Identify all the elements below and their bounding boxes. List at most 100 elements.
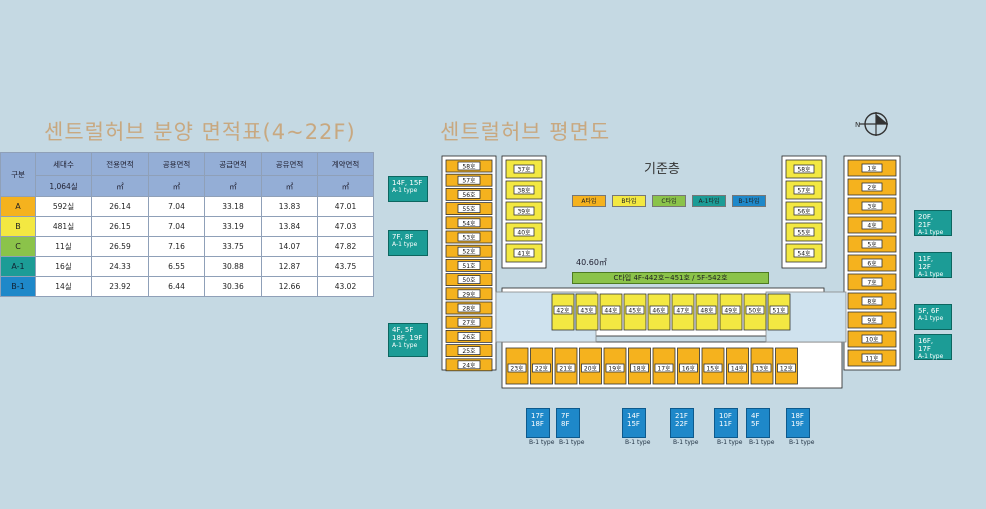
value-cell: 23.92 (91, 276, 149, 297)
header-exclusive: 전용면적 (91, 152, 149, 176)
header-type: 구분 (0, 152, 36, 197)
unit-label: 7호 (867, 280, 877, 287)
callout-floors: 7F 8F (561, 412, 570, 428)
north-compass-icon: N (855, 112, 888, 136)
unit-label-box (507, 363, 527, 373)
value-cell: 30.88 (204, 256, 262, 277)
callout-floors: 7F, 8F (392, 233, 414, 241)
unit-label: 57호 (797, 188, 811, 195)
callout-floors: 20F, 21F (918, 213, 934, 229)
callout-type: A-1 type (392, 342, 418, 349)
unit-label-box (457, 204, 481, 213)
subheader-total: 1,064실 (35, 175, 92, 197)
unit-label-box (861, 334, 883, 344)
unit-label-box (457, 246, 481, 256)
unit-label-box (654, 363, 674, 373)
unit-label-box (532, 363, 551, 373)
unit-label: 46호 (652, 308, 666, 315)
unit-label: 52호 (462, 249, 476, 256)
unit-label: 45호 (628, 308, 642, 315)
unit-label-box (769, 305, 789, 315)
value-cell: 47.03 (317, 216, 374, 237)
unit-label: 56호 (797, 209, 811, 216)
unit-label: 58호 (797, 167, 811, 174)
header-contract: 계약면적 (317, 152, 374, 176)
value-cell: 6.55 (148, 256, 205, 277)
unit-label-box (601, 305, 621, 315)
unit-label-box (793, 185, 815, 195)
unit-label: 16호 (682, 366, 696, 373)
legend-chip: B타입 (612, 195, 646, 207)
unit-label: 51호 (772, 308, 786, 315)
value-cell: 47.82 (317, 236, 374, 257)
unit-label: 24호 (462, 362, 476, 369)
unit-label: 53호 (462, 235, 476, 242)
value-cell: 12.87 (261, 256, 318, 277)
value-cell: 14.07 (261, 236, 318, 257)
unit-label: 48호 (700, 308, 714, 315)
subheader-unit: ㎡ (317, 175, 374, 197)
header-supply: 공급면적 (204, 152, 262, 176)
callout-type: B-1 type (529, 439, 555, 446)
value-cell: 481실 (35, 216, 92, 237)
unit-label: 4호 (867, 223, 877, 230)
callout-type: A-1 type (918, 271, 944, 278)
unit-label: 28호 (462, 306, 476, 313)
unit-label-box (861, 353, 883, 363)
unit-label: 50호 (748, 308, 762, 315)
unit-label-box (861, 163, 883, 173)
unit-label-box (457, 289, 481, 299)
unit-label-box (513, 185, 535, 195)
unit-label: 10호 (865, 337, 879, 344)
type-cell: B (0, 216, 36, 237)
unit-label: 41호 (517, 251, 531, 258)
value-cell: 26.14 (91, 196, 149, 217)
unit-label-box (577, 305, 597, 315)
value-cell: 33.75 (204, 236, 262, 257)
value-cell: 12.66 (261, 276, 318, 297)
unit-label-box (457, 331, 481, 341)
legend-chip: A타입 (572, 195, 606, 207)
unit-label-box (457, 232, 481, 242)
unit-label: 22호 (535, 366, 549, 373)
type-cell: A (0, 196, 36, 217)
unit-label-box (581, 363, 600, 373)
table-subheader-row: 1,064실 ㎡ ㎡ ㎡ ㎡ ㎡ (1, 175, 374, 197)
unit-label-box (513, 227, 535, 237)
unit-label: 2호 (867, 185, 877, 192)
value-cell: 14실 (35, 276, 92, 297)
unit-label-box (861, 201, 883, 211)
unit-label-box (457, 175, 481, 185)
value-cell: 13.84 (261, 216, 318, 237)
compass-label: N (855, 121, 860, 129)
subheader-unit: ㎡ (91, 175, 149, 197)
value-cell: 26.15 (91, 216, 149, 237)
callout-type: B-1 type (559, 439, 585, 446)
b1-type-callout: 7F 8F B-1 type (556, 408, 584, 446)
unit-label-box (513, 164, 535, 174)
unit-label-box (861, 315, 883, 325)
unit-label-box (793, 227, 815, 237)
unit-label-box (793, 206, 815, 216)
unit-label-box (745, 305, 765, 315)
unit-label: 8호 (867, 299, 877, 306)
unit-label: 54호 (797, 251, 811, 258)
unit-label: 15호 (706, 366, 720, 373)
callout-floors: 10F 11F (719, 412, 732, 428)
callout-type: A-1 type (392, 187, 418, 194)
unit-label-box (697, 305, 717, 315)
table-header-row: 구분 세대수 전용면적 공용면적 공급면적 공유면적 계약면적 (0, 152, 374, 197)
unit-label-box (457, 218, 481, 228)
unit-label-box (553, 305, 573, 315)
c-type-bar: C타입 4F-442호~451호 / 5F-542호 (572, 272, 769, 284)
unit-label: 14호 (731, 366, 745, 373)
unit-label: 39호 (517, 209, 531, 216)
value-cell: 43.75 (317, 256, 374, 277)
subheader-unit: ㎡ (148, 175, 205, 197)
type-cell: A-1 (0, 256, 36, 277)
unit-label: 57호 (462, 178, 476, 185)
